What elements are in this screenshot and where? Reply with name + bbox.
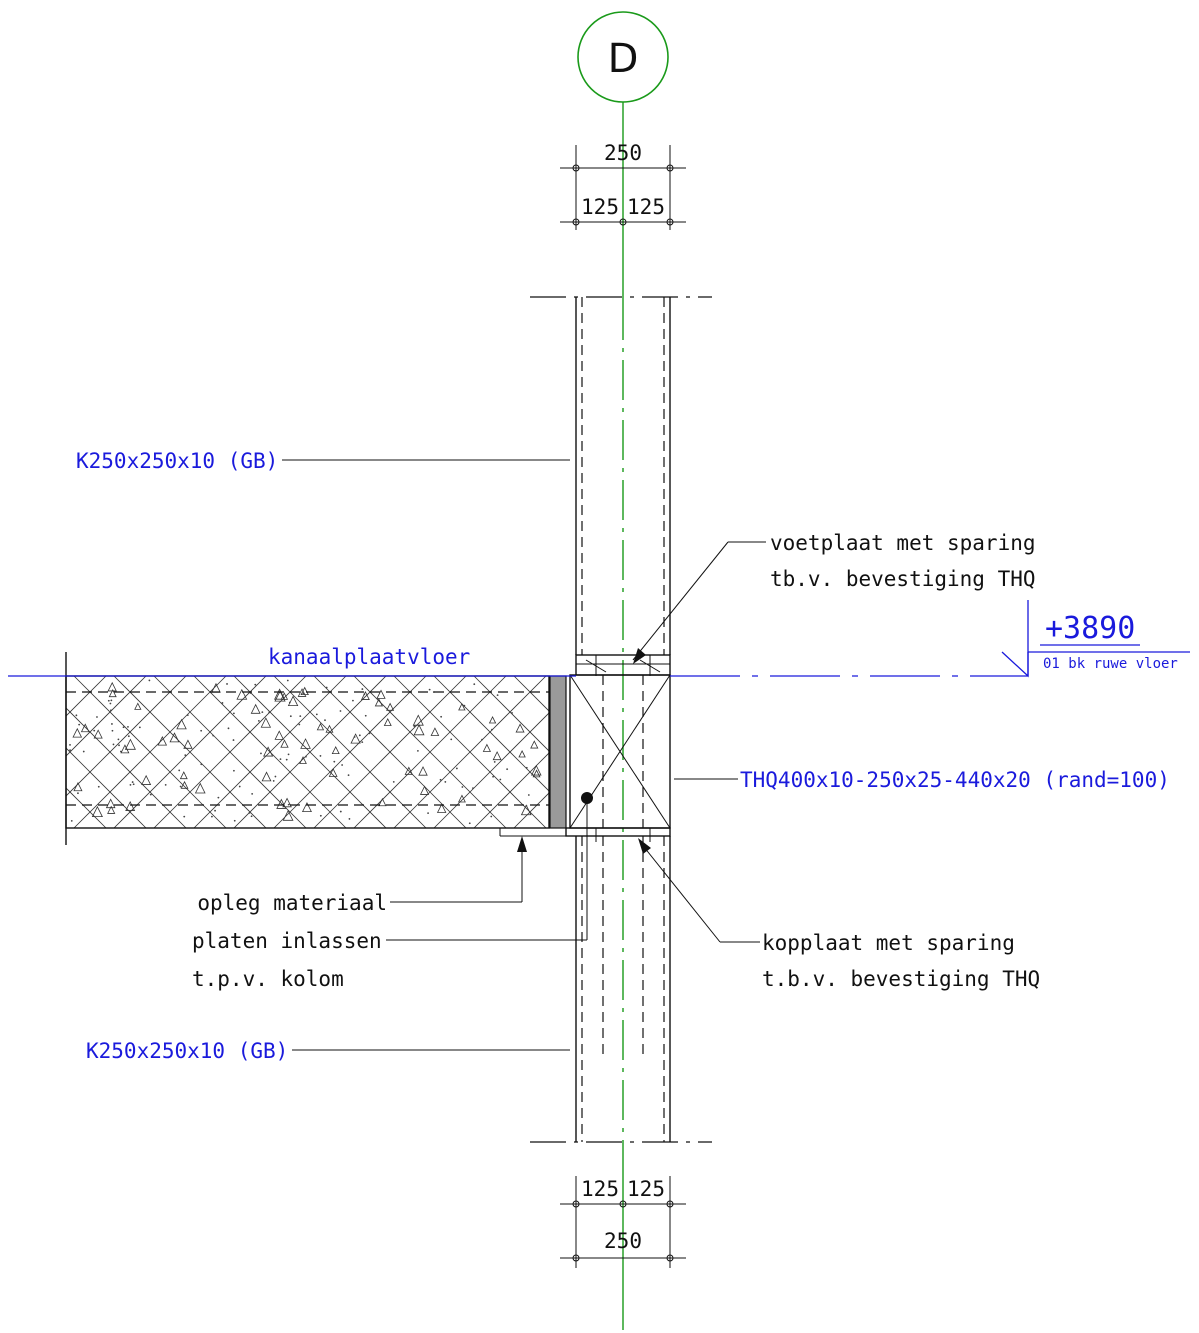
label-thq: THQ400x10-250x25-440x20 (rand=100): [740, 768, 1170, 792]
label-footplate-2: tb.v. bevestiging THQ: [770, 567, 1036, 591]
dim-bottom-total: 250: [604, 1229, 642, 1253]
label-floor: kanaalplaatvloer: [268, 645, 470, 669]
dim-top-right: 125: [627, 195, 665, 219]
hollow-core-slab: [65, 652, 567, 845]
column-lower: [530, 836, 712, 1143]
dim-bottom-left: 125: [581, 1177, 619, 1201]
label-coupling-2: t.b.v. bevestiging THQ: [762, 967, 1040, 991]
column-upper: [530, 296, 712, 655]
level-value: +3890: [1045, 611, 1135, 646]
leader-thq: THQ400x10-250x25-440x20 (rand=100): [674, 768, 1170, 792]
leader-column-top: K250x250x10 (GB): [76, 449, 570, 473]
leader-weld: platen inlassen t.p.v. kolom: [192, 798, 588, 991]
label-coupling-1: kopplaat met sparing: [762, 931, 1015, 955]
thq-beam: [565, 674, 671, 842]
grid-label: D: [608, 36, 639, 82]
bottom-dimensions: 125 125 250: [560, 1176, 686, 1268]
top-dimensions: 250 125 125: [560, 141, 686, 230]
leader-coupling: kopplaat met sparing t.b.v. bevestiging …: [638, 838, 1040, 991]
dim-top-total: 250: [604, 141, 642, 165]
label-column-bottom: K250x250x10 (GB): [86, 1039, 288, 1063]
grid-axis-d: D: [577, 11, 669, 1330]
level-marker: +3890 01 bk ruwe vloer: [1001, 600, 1190, 678]
label-support-material: opleg materiaal: [197, 891, 387, 915]
label-weld-2: t.p.v. kolom: [192, 967, 344, 991]
joint-fill: [549, 675, 567, 829]
leader-support-material: opleg materiaal: [197, 836, 527, 915]
dim-bottom-right: 125: [627, 1177, 665, 1201]
leader-column-bottom: K250x250x10 (GB): [86, 1039, 570, 1063]
label-footplate-1: voetplaat met sparing: [770, 531, 1036, 555]
label-column-top: K250x250x10 (GB): [76, 449, 278, 473]
label-weld-1: platen inlassen: [192, 929, 382, 953]
dim-top-left: 125: [581, 195, 619, 219]
level-description: 01 bk ruwe vloer: [1043, 656, 1178, 672]
leader-footplate: voetplaat met sparing tb.v. bevestiging …: [632, 531, 1036, 664]
